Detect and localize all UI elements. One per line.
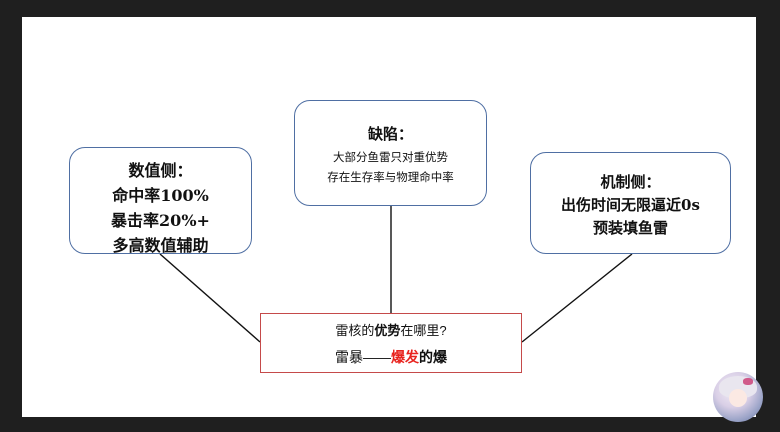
mechanic-side-box: 机制侧： 出伤时间无限逼近0s 预装填鱼雷 bbox=[530, 152, 731, 254]
answer-mid: 的 bbox=[419, 349, 433, 365]
central-answer: 雷暴——爆发的爆 bbox=[261, 347, 521, 367]
flaws-line: 存在生存率与物理命中率 bbox=[327, 170, 454, 184]
flaws-title: 缺陷： bbox=[367, 125, 413, 143]
mechanic-side-title: 机制侧： bbox=[600, 173, 661, 191]
central-question: 雷核的优势在哪里? bbox=[261, 322, 521, 340]
stats-line: 命中率100% bbox=[112, 186, 209, 205]
mechanic-line: 预装填鱼雷 bbox=[592, 219, 668, 237]
stats-line: 多高数值辅助 bbox=[112, 236, 209, 255]
question-bold: 优势 bbox=[374, 323, 401, 338]
mechanic-line: 出伤时间无限逼近0s bbox=[561, 196, 700, 214]
question-post: 在哪里? bbox=[400, 323, 447, 338]
stats-line: 暴击率20%+ bbox=[111, 211, 210, 230]
central-question-box: 雷核的优势在哪里? 雷暴——爆发的爆 bbox=[260, 313, 522, 373]
answer-bold: 爆 bbox=[433, 349, 447, 365]
answer-highlight: 爆发 bbox=[391, 349, 419, 365]
question-pre: 雷核的 bbox=[335, 323, 375, 338]
answer-pre: 雷暴—— bbox=[335, 349, 391, 365]
anime-avatar-icon bbox=[713, 372, 763, 422]
stats-side-box: 数值侧： 命中率100% 暴击率20%+ 多高数值辅助 bbox=[69, 147, 252, 255]
stats-side-title: 数值侧： bbox=[128, 161, 193, 180]
flaws-box: 缺陷： 大部分鱼雷只对重优势 存在生存率与物理命中率 bbox=[294, 100, 487, 206]
flaws-line: 大部分鱼雷只对重优势 bbox=[333, 150, 448, 164]
